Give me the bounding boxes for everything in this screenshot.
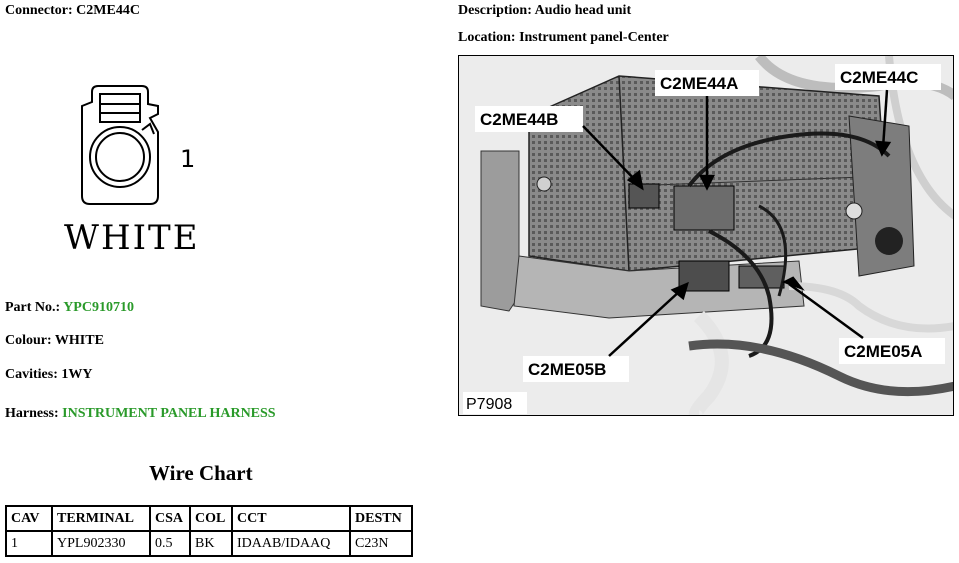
pin-number-label: 1 [180,145,196,173]
callout-c2me44c: C2ME44C [840,68,918,87]
part-no-label: Part No.: [5,300,61,315]
callout-c2me44b: C2ME44B [480,110,558,129]
description-line: Description: Audio head unit [458,3,631,19]
header-cct: CCT [231,505,351,532]
description-label: Description: [458,3,532,18]
callout-c2me05a: C2ME05A [844,342,922,361]
cell-cav: 1 [5,530,53,557]
part-no-line: Part No.: YPC910710 [5,300,134,316]
harness-label: Harness: [5,406,59,421]
callout-box-c2me44a [655,70,759,96]
location-value: Instrument panel-Center [519,30,669,45]
table-row: 1 YPL902330 0.5 BK IDAAB/IDAAQ C23N [5,530,413,557]
connector-label: Connector: [5,3,73,18]
colour-value: WHITE [54,333,104,348]
wire-chart-title: Wire Chart [149,461,253,485]
harness-line: Harness: INSTRUMENT PANEL HARNESS [5,406,276,422]
description-value: Audio head unit [534,3,632,18]
cavities-label: Cavities: [5,367,58,382]
callout-box-c2me05a [839,338,945,364]
callout-box-c2me05b [523,356,629,382]
callout-c2me44a: C2ME44A [660,74,738,93]
header-csa: CSA [149,505,191,532]
cell-terminal: YPL902330 [51,530,151,557]
cell-cct: IDAAB/IDAAQ [231,530,351,557]
location-label: Location: [458,30,516,45]
callout-c2me05b: C2ME05B [528,360,606,379]
connector-line: Connector: C2ME44C [5,3,140,19]
harness-link[interactable]: INSTRUMENT PANEL HARNESS [62,406,276,421]
location-line: Location: Instrument panel-Center [458,30,669,46]
header-destn: DESTN [349,505,413,532]
connector-value: C2ME44C [76,3,140,18]
cavities-value: 1WY [61,367,93,382]
photo-id-box [463,392,527,414]
cell-col: BK [189,530,233,557]
colour-line: Colour: WHITE [5,333,104,349]
cavities-line: Cavities: 1WY [5,367,93,383]
wire-chart-table: CAV TERMINAL CSA COL CCT DESTN 1 YPL9023… [5,505,413,557]
wire-chart-header-row: CAV TERMINAL CSA COL CCT DESTN [5,505,413,532]
header-col: COL [189,505,233,532]
callout-box-c2me44c [835,64,941,90]
callout-box-c2me44b [475,106,583,132]
header-cav: CAV [5,505,53,532]
cell-destn: C23N [349,530,413,557]
part-no-link[interactable]: YPC910710 [63,300,134,315]
colour-label: Colour: [5,333,52,348]
connector-colour-caption: WHITE [64,218,200,258]
connector-face-diagram [81,85,159,205]
photo-id-label: P7908 [466,396,512,413]
location-photo-illustration: C2ME44A C2ME44C C2ME44B C2ME05A C2ME05B … [463,56,953,415]
location-photo: C2ME44A C2ME44C C2ME44B C2ME05A C2ME05B … [458,55,954,416]
cell-csa: 0.5 [149,530,191,557]
header-terminal: TERMINAL [51,505,151,532]
